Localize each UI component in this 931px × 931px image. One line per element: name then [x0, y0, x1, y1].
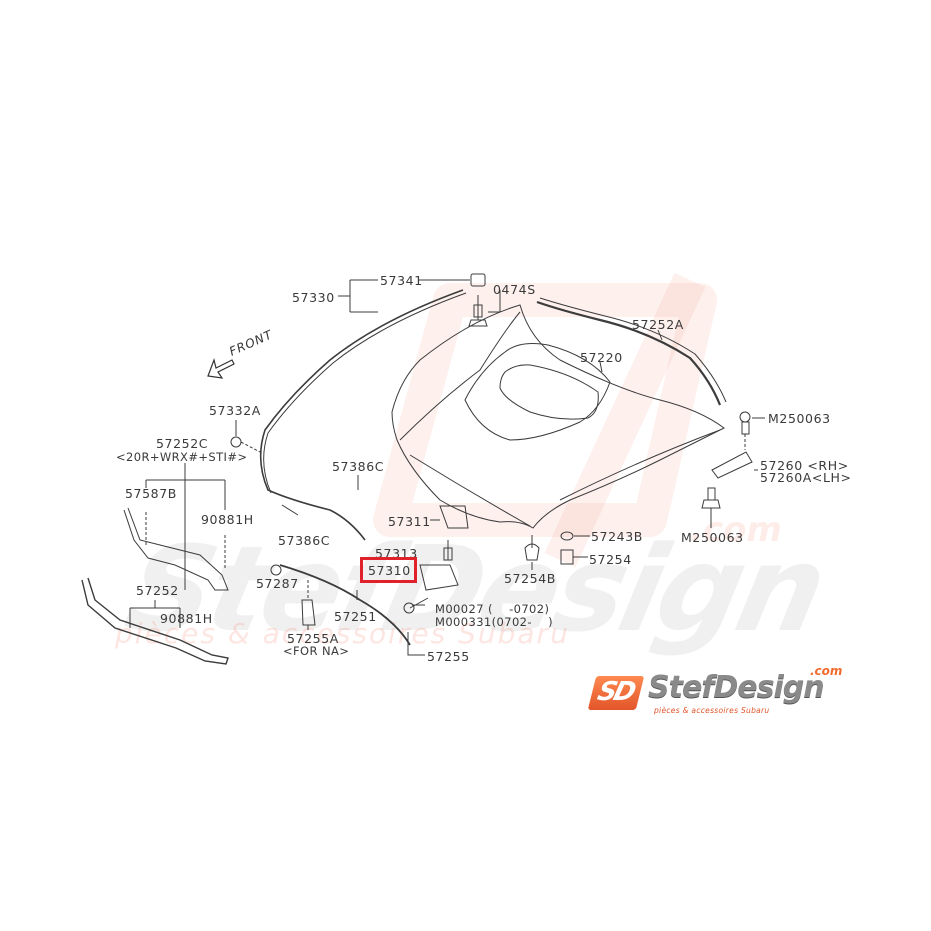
- part-label-M00027[interactable]: M00027 ( -0702): [435, 602, 550, 616]
- part-note-57252C: <20R+WRX#+STI#>: [116, 450, 248, 464]
- part-label-57243B[interactable]: 57243B: [591, 529, 643, 544]
- part-label-57260-rh[interactable]: 57260 <RH>: [760, 458, 849, 473]
- logo-badge: SD: [587, 676, 645, 710]
- front-arrow-icon: [207, 357, 235, 379]
- logo-name: StefDesign: [648, 670, 825, 705]
- part-label-57255[interactable]: 57255: [427, 649, 470, 664]
- part-label-57310[interactable]: 57310: [368, 563, 411, 578]
- part-label-57330[interactable]: 57330: [292, 290, 335, 305]
- hood-panel: [391, 304, 725, 529]
- logo-badge-text: SD: [594, 677, 637, 707]
- part-label-57252C[interactable]: 57252C: [156, 436, 209, 451]
- part-label-57313[interactable]: 57313: [375, 546, 418, 561]
- part-label-M250063-upper[interactable]: M250063: [768, 411, 831, 426]
- part-note-57255A: <FOR NA>: [283, 644, 350, 658]
- part-label-90881H-lower[interactable]: 90881H: [160, 611, 213, 626]
- part-label-57251[interactable]: 57251: [334, 609, 377, 624]
- part-label-57386C-upper[interactable]: 57386C: [332, 459, 385, 474]
- part-label-M000331[interactable]: M000331(0702- ): [435, 615, 554, 629]
- part-label-M250063-lower[interactable]: M250063: [681, 530, 744, 545]
- part-label-90881H-upper[interactable]: 90881H: [201, 512, 254, 527]
- logo-tagline: pièces & accessoires Subaru: [654, 706, 770, 715]
- part-label-57252[interactable]: 57252: [136, 583, 179, 598]
- part-label-57220[interactable]: 57220: [580, 350, 623, 365]
- part-label-0474S[interactable]: 0474S: [493, 282, 536, 297]
- logo-domain: .com: [810, 664, 843, 678]
- stefdesign-logo: SD StefDesign .com pièces & accessoires …: [587, 664, 852, 720]
- part-label-57255A[interactable]: 57255A: [287, 631, 339, 646]
- part-label-57260A-lh[interactable]: 57260A<LH>: [760, 470, 852, 485]
- part-label-57311[interactable]: 57311: [388, 514, 431, 529]
- part-label-57332A[interactable]: 57332A: [209, 403, 261, 418]
- part-label-57254B[interactable]: 57254B: [504, 571, 556, 586]
- part-label-57341[interactable]: 57341: [380, 273, 423, 288]
- part-label-57287[interactable]: 57287: [256, 576, 299, 591]
- part-label-57587B[interactable]: 57587B: [125, 486, 177, 501]
- part-label-57386C-lower[interactable]: 57386C: [278, 533, 331, 548]
- part-label-57254[interactable]: 57254: [589, 552, 632, 567]
- part-label-57252A[interactable]: 57252A: [632, 317, 684, 332]
- highlight-box-57310: [360, 557, 417, 583]
